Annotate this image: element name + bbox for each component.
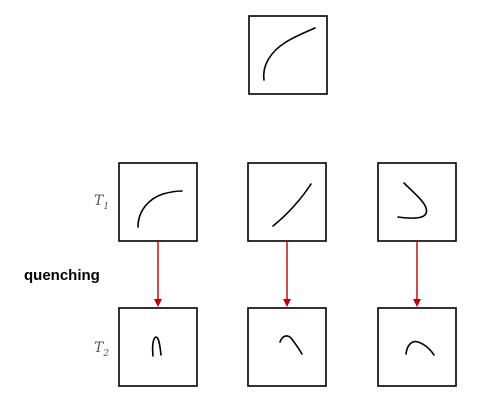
t1-chain-curve-3	[397, 182, 428, 219]
row-label-t2: T2	[94, 340, 109, 359]
t2-panel-3	[377, 307, 457, 387]
initial-chain-curve	[262, 27, 316, 81]
t2-chain-curve-1	[151, 336, 162, 357]
t2-box-3	[377, 307, 457, 387]
t1-box-3	[377, 162, 457, 242]
initial-conformation-panel	[248, 15, 328, 95]
quenching-label: quenching	[24, 267, 100, 284]
t1-panel-1	[118, 162, 198, 242]
quench-arrow-2	[283, 242, 291, 307]
t2-panel-1	[118, 307, 198, 387]
t1-box-1	[118, 162, 198, 242]
t2-chain-curve-2	[279, 335, 303, 355]
t2-panel-2	[247, 307, 327, 387]
t1-chain-curve-1	[137, 190, 183, 228]
t2-box-1	[118, 307, 198, 387]
t1-chain-curve-2	[272, 183, 312, 227]
row-label-t1: T1	[94, 193, 109, 212]
quench-arrow-3	[413, 242, 421, 307]
t2-chain-curve-3	[405, 340, 435, 356]
t2-box-2	[247, 307, 327, 387]
t1-panel-3	[377, 162, 457, 242]
t1-box-2	[247, 162, 327, 242]
t1-panel-2	[247, 162, 327, 242]
quench-arrow-1	[154, 242, 162, 307]
